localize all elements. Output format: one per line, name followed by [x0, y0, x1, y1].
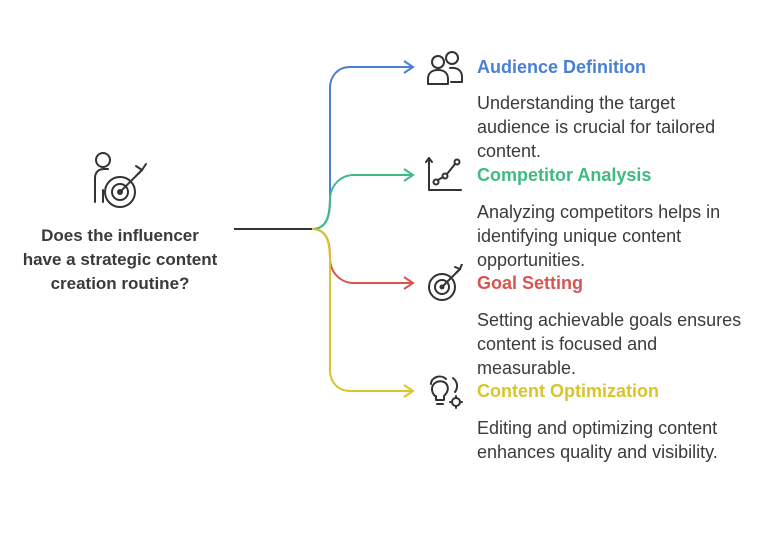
lightbulb-gear-icon	[430, 375, 463, 409]
person-target-icon	[94, 152, 147, 208]
branch-title-goal: Goal Setting	[477, 273, 584, 293]
target-icon	[428, 264, 463, 301]
branch-title-audience: Audience Definition	[477, 57, 647, 77]
branch-title-competitor: Competitor Analysis	[477, 165, 652, 185]
arrow-goal	[403, 276, 415, 290]
central-question: Does the influencer have a strategic con…	[22, 226, 218, 293]
arrow-competitor	[403, 168, 415, 182]
branch-desc-optimization: Editing and optimizing content enhances …	[477, 418, 718, 462]
branch-desc-goal: Setting achievable goals ensures content…	[477, 310, 742, 378]
connector-competitor	[311, 174, 412, 230]
line-chart-icon	[425, 157, 462, 191]
arrow-optimization	[403, 384, 415, 398]
connector-optimization	[311, 228, 412, 392]
arrow-audience	[403, 60, 415, 74]
connector-audience	[311, 66, 412, 230]
branch-desc-audience: Understanding the target audience is cru…	[477, 93, 716, 161]
users-icon	[427, 51, 463, 85]
branch-title-optimization: Content Optimization	[477, 381, 659, 401]
branch-desc-competitor: Analyzing competitors helps in identifyi…	[477, 202, 721, 270]
